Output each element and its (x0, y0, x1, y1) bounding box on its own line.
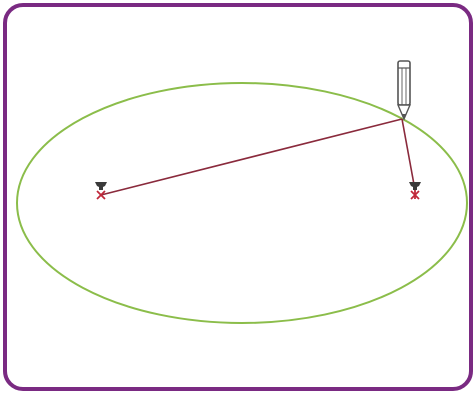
string-right-segment (402, 119, 415, 190)
pencil-icon (398, 61, 410, 119)
pushpin-icon (409, 182, 421, 199)
pushpin-icon (95, 182, 107, 199)
string-left-segment (101, 119, 402, 195)
